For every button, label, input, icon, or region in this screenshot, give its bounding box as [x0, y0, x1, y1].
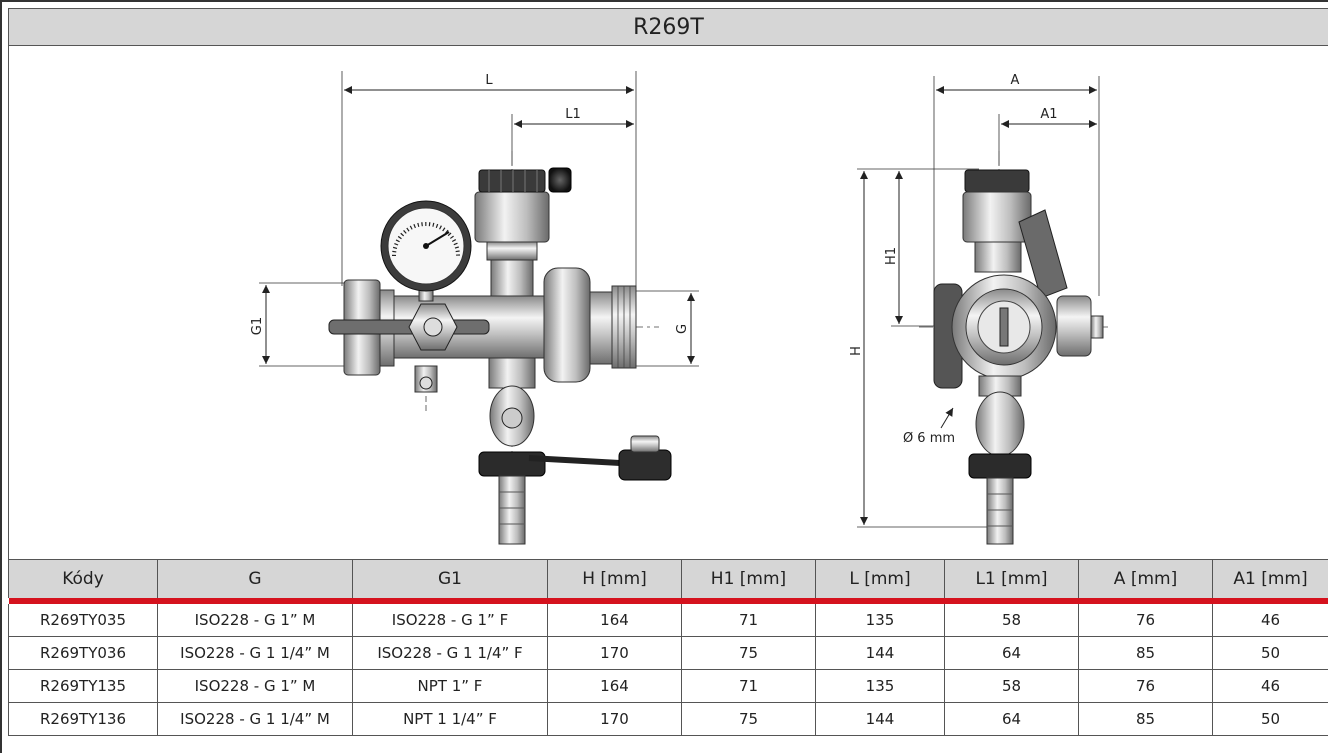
- table-cell: 164: [547, 604, 682, 637]
- front-view: L L1 G1 G: [250, 71, 699, 545]
- table-cell: R269TY036: [8, 636, 158, 670]
- side-hose-barb: [986, 477, 1014, 545]
- table-cell: 144: [815, 702, 945, 736]
- table-cell: 71: [681, 669, 816, 703]
- drawing-canvas: L L1 G1 G: [250, 71, 1109, 545]
- dim-a-label: A: [1011, 73, 1020, 88]
- gauge-needle: [425, 231, 450, 247]
- table-cell: 71: [681, 604, 816, 637]
- table-cell: 135: [815, 604, 945, 637]
- table-cell: ISO228 - G 1” M: [157, 669, 353, 703]
- hex-center: [423, 317, 443, 337]
- table-cell: ISO228 - G 1” F: [352, 604, 548, 637]
- vent-stem: [490, 259, 534, 297]
- table-cell: 76: [1078, 604, 1213, 637]
- dim-g1-label: G1: [250, 317, 265, 335]
- column-header: A1 [mm]: [1212, 559, 1328, 598]
- table-cell: 46: [1212, 669, 1328, 703]
- table-cell: 75: [681, 636, 816, 670]
- hole-leader: [940, 407, 954, 429]
- vent-collar: [486, 241, 538, 261]
- column-header: H [mm]: [547, 559, 682, 598]
- table-cell: ISO228 - G 1 1/4” M: [157, 702, 353, 736]
- table-cell: 50: [1212, 702, 1328, 736]
- column-header: G1: [352, 559, 548, 598]
- side-bottom-nut: [968, 453, 1032, 479]
- vent-cap: [478, 169, 546, 193]
- technical-drawing: L L1 G1 G: [8, 46, 1328, 559]
- table-cell: NPT 1” F: [352, 669, 548, 703]
- table-cell: 46: [1212, 604, 1328, 637]
- gauge-ticks: [392, 222, 460, 257]
- vent-body: [474, 191, 550, 243]
- column-header: L [mm]: [815, 559, 945, 598]
- table-cell: 144: [815, 636, 945, 670]
- dim-h1-label: H1: [884, 247, 899, 265]
- dim-g-label: G: [675, 324, 690, 334]
- dim-h-label: H: [849, 346, 864, 356]
- table-cell: 85: [1078, 636, 1213, 670]
- side-lever: [1018, 209, 1068, 299]
- table-cell: ISO228 - G 1” M: [157, 604, 353, 637]
- table-cell: R269TY135: [8, 669, 158, 703]
- dim-a1-label: A1: [1040, 107, 1057, 122]
- hole-label: Ø 6 mm: [903, 431, 955, 446]
- side-vent-body: [962, 191, 1032, 243]
- bottom-collar: [488, 357, 536, 389]
- hanging-cap: [618, 449, 672, 481]
- vent-knob: [548, 167, 572, 193]
- product-title: R269T: [8, 8, 1328, 46]
- table-cell: ISO228 - G 1 1/4” F: [352, 636, 548, 670]
- side-view: A A1 H H1: [849, 73, 1109, 545]
- table-cell: 75: [681, 702, 816, 736]
- table-cell: 64: [944, 702, 1079, 736]
- table-cell: 85: [1078, 702, 1213, 736]
- column-header: G: [157, 559, 353, 598]
- hose-barb: [498, 475, 526, 545]
- side-right-knob: [1056, 295, 1092, 357]
- accent-stripe: [8, 598, 1328, 604]
- column-header: L1 [mm]: [944, 559, 1079, 598]
- table-cell: NPT 1 1/4” F: [352, 702, 548, 736]
- table-cell: 58: [944, 669, 1079, 703]
- table-cell: 164: [547, 669, 682, 703]
- side-vent-cap: [964, 169, 1030, 193]
- table-cell: R269TY035: [8, 604, 158, 637]
- table-cell: 58: [944, 604, 1079, 637]
- table-cell: 135: [815, 669, 945, 703]
- table-cell: ISO228 - G 1 1/4” M: [157, 636, 353, 670]
- column-header: H1 [mm]: [681, 559, 816, 598]
- column-header: Kódy: [8, 559, 158, 598]
- side-bottom-ball: [975, 391, 1025, 457]
- column-header: A [mm]: [1078, 559, 1213, 598]
- table-cell: 64: [944, 636, 1079, 670]
- table-cell: R269TY136: [8, 702, 158, 736]
- table-cell: 76: [1078, 669, 1213, 703]
- product-title-text: R269T: [633, 14, 704, 40]
- right-union-nut: [543, 267, 591, 383]
- table-cell: 170: [547, 636, 682, 670]
- table-cell: 170: [547, 702, 682, 736]
- table-cell: 50: [1212, 636, 1328, 670]
- side-vent-stem: [974, 241, 1022, 273]
- dim-l1-label: L1: [565, 107, 581, 122]
- right-collar: [589, 291, 613, 365]
- dim-l-label: L: [485, 73, 493, 88]
